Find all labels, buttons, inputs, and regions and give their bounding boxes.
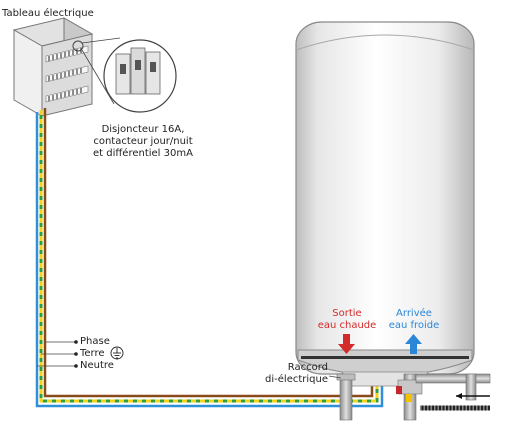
hot-water-arrow-icon — [338, 334, 355, 354]
panel-title: Tableau électrique — [2, 8, 94, 19]
fitting-caption: Raccord di-électrique — [230, 362, 328, 386]
plumbing — [336, 373, 491, 421]
hot-outlet-label-line: Sortie — [332, 308, 362, 319]
fitting-caption-line: Raccord — [287, 362, 328, 373]
wire-callouts — [37, 340, 124, 368]
breaker-caption-line: et différentiel 30mA — [93, 148, 193, 159]
electrical-panel — [12, 17, 94, 117]
fitting-caption-line: di-électrique — [265, 374, 328, 385]
cold-inlet-label: Arrivée eau froide — [378, 308, 450, 332]
phase-wire — [43, 108, 374, 398]
breaker-caption-line: contacteur jour/nuit — [93, 136, 193, 147]
neutral-wire — [35, 112, 384, 408]
earth-label: Terre — [80, 348, 105, 359]
phase-label: Phase — [80, 336, 110, 347]
hot-outlet-label-line: eau chaude — [317, 320, 377, 331]
breaker-zoom-bubble — [103, 39, 177, 113]
earth-symbol-icon — [110, 346, 124, 360]
breaker-highlight-circle — [72, 40, 84, 52]
zoom-connector-lines — [81, 37, 121, 105]
fitting-leader-line — [328, 375, 342, 379]
breaker-caption: Disjoncteur 16A, contacteur jour/nuit et… — [78, 124, 208, 160]
tank-base-band — [301, 356, 469, 359]
neutral-label: Neutre — [80, 360, 114, 371]
cold-water-arrow-icon — [405, 334, 422, 354]
breaker-caption-line: Disjoncteur 16A, — [101, 124, 185, 135]
earth-wire-yellow — [39, 110, 379, 403]
hot-outlet-label: Sortie eau chaude — [310, 308, 384, 332]
cold-inlet-label-line: Arrivée — [396, 308, 432, 319]
water-heater-tank — [295, 21, 475, 377]
cold-inlet-label-line: eau froide — [388, 320, 440, 331]
cable-bundle — [35, 108, 384, 408]
